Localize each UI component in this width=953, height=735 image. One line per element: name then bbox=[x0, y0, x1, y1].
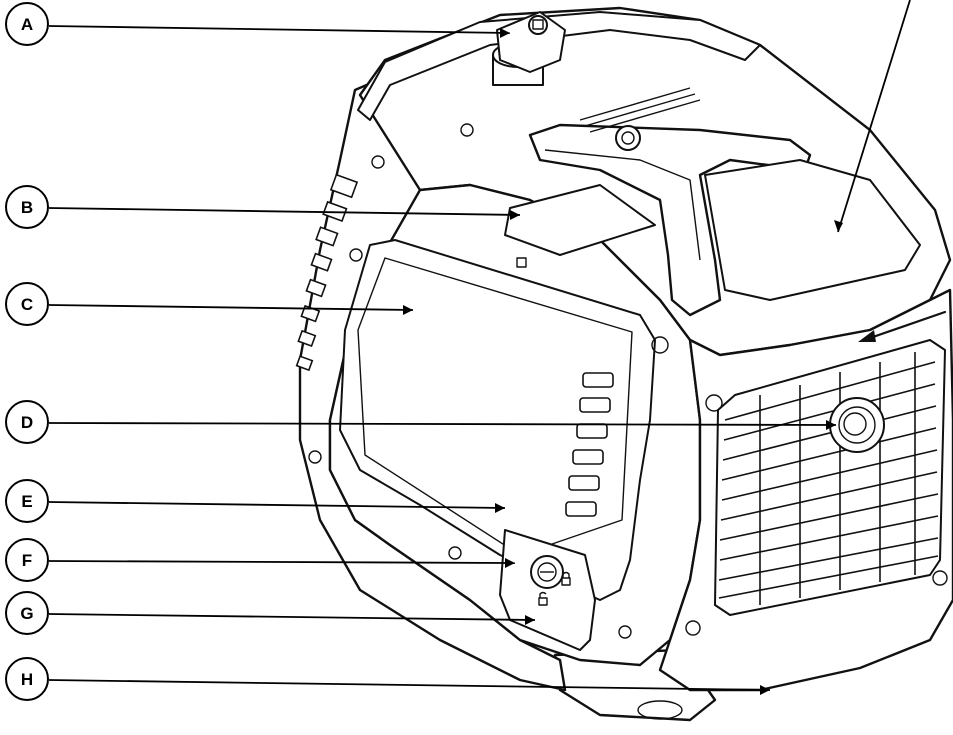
handle-lock-knob bbox=[615, 125, 641, 151]
top-ribs bbox=[579, 87, 701, 133]
callout-e-label: E bbox=[21, 492, 32, 511]
screw-bosses bbox=[308, 123, 948, 639]
callout-f: F bbox=[5, 538, 49, 582]
exhaust-outlet bbox=[829, 397, 885, 453]
callout-g-label: G bbox=[20, 604, 33, 623]
callout-h: H bbox=[5, 657, 49, 701]
callout-a-label: A bbox=[21, 15, 33, 34]
generator-illustration bbox=[295, 6, 953, 722]
lock-closed-icon bbox=[561, 571, 571, 586]
callout-h-label: H bbox=[21, 670, 33, 689]
fuel-cap-knob-icon bbox=[492, 11, 566, 86]
callout-b: B bbox=[5, 185, 49, 229]
exhaust-grille bbox=[714, 339, 946, 616]
callout-f-label: F bbox=[22, 551, 32, 570]
handle-inner-line bbox=[544, 149, 701, 261]
panel-marker-icon bbox=[516, 257, 527, 268]
callout-d: D bbox=[5, 400, 49, 444]
callout-c: C bbox=[5, 282, 49, 326]
callout-b-label: B bbox=[21, 198, 33, 217]
panel-vent-slots bbox=[565, 372, 614, 517]
indicator-window bbox=[504, 184, 656, 256]
callout-g: G bbox=[5, 591, 49, 635]
top-cover-panel bbox=[704, 159, 921, 301]
foot-pad bbox=[637, 700, 683, 720]
arrow-icon bbox=[858, 310, 947, 342]
rear-handle bbox=[357, 11, 761, 121]
left-vent-slots bbox=[295, 173, 359, 372]
callout-c-label: C bbox=[21, 295, 33, 314]
callout-leaders bbox=[48, 0, 911, 695]
callout-e: E bbox=[5, 479, 49, 523]
callout-d-label: D bbox=[21, 413, 33, 432]
lock-open-icon bbox=[538, 591, 548, 606]
callout-a: A bbox=[5, 2, 49, 46]
carry-handle bbox=[528, 123, 812, 317]
